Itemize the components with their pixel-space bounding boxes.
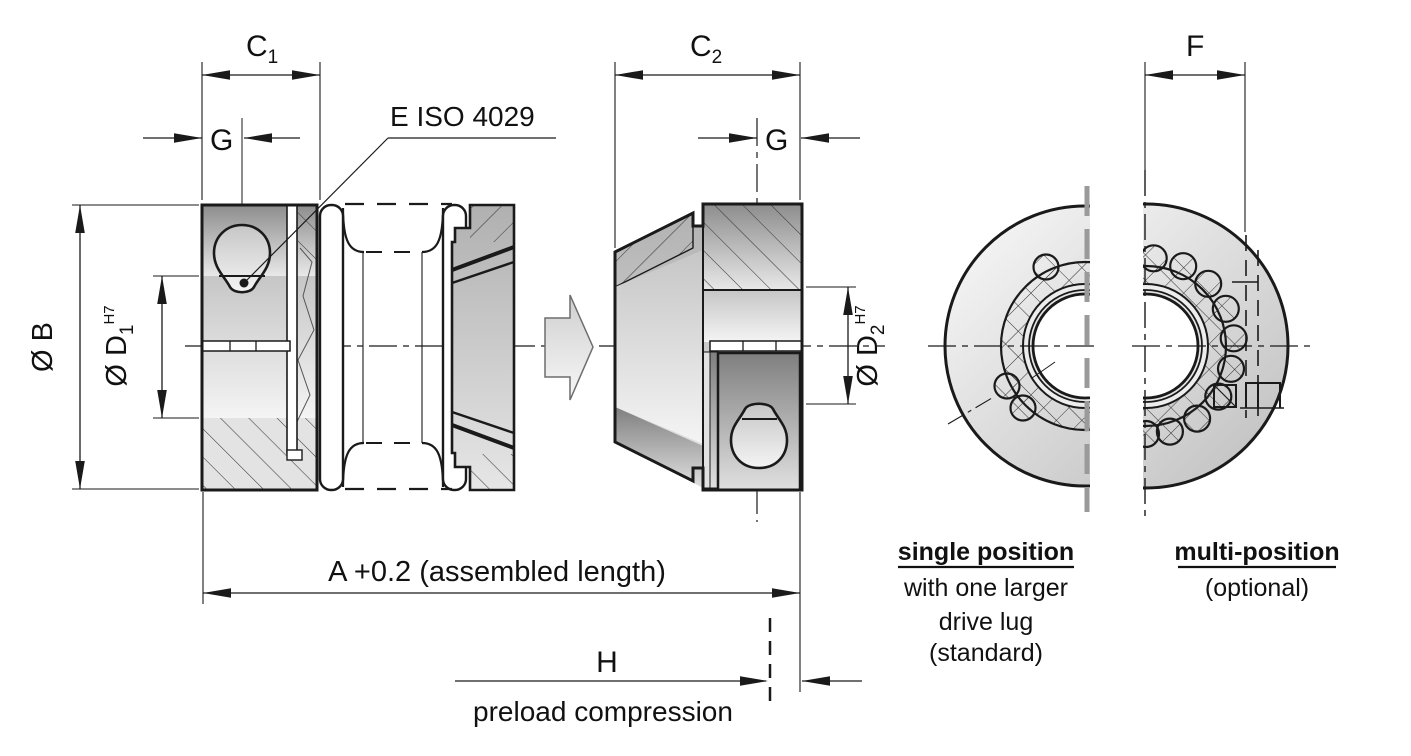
dim-f-label: F — [1186, 30, 1204, 63]
dim-dia-d2-label: Ø D2H7 — [852, 305, 889, 386]
dim-dia-b-label: Ø B — [27, 322, 59, 372]
multi-position-front-view — [1132, 170, 1316, 518]
set-screw-note-label: E ISO 4029 — [390, 101, 535, 132]
hub2-section-view — [613, 202, 804, 492]
single-position-front-view — [928, 186, 1098, 512]
caption-multi-line1: (optional) — [1205, 574, 1309, 602]
dim-g-left: G — [143, 124, 300, 157]
caption-single-line3: (standard) — [929, 639, 1043, 667]
caption-multi-position: multi-position (optional) — [1174, 538, 1339, 602]
dim-a-label: A +0.2 (assembled length) — [328, 556, 666, 588]
caption-single-position: single position with one larger drive lu… — [898, 538, 1074, 667]
assembly-direction-arrow-icon — [544, 294, 594, 401]
dim-dia-d1: Ø D1H7 — [101, 275, 199, 419]
dim-dia-b: Ø B — [27, 204, 199, 490]
hub2-flange-section — [450, 203, 516, 492]
dim-c2: C2 — [614, 30, 801, 248]
caption-single-title: single position — [898, 538, 1074, 566]
dim-dia-d2: Ø D2H7 — [806, 286, 889, 405]
set-screw-hole-2 — [729, 402, 789, 470]
dim-h-label: H — [596, 646, 618, 679]
hub1-section-view — [200, 203, 319, 492]
dim-a: A +0.2 (assembled length) — [202, 492, 801, 692]
set-screw-note: E ISO 4029 — [245, 101, 556, 282]
dim-h-note: preload compression — [473, 696, 733, 727]
dim-g-left-label: G — [210, 124, 233, 157]
dim-f: F — [1144, 30, 1246, 232]
dim-c1-label: C1 — [246, 30, 278, 68]
dim-g-right-label: G — [765, 124, 788, 157]
dim-dia-d1-label: Ø D1H7 — [101, 305, 138, 386]
dim-c2-label: C2 — [690, 30, 722, 68]
caption-single-line1: with one larger — [903, 574, 1068, 602]
dim-g-right: G — [698, 124, 860, 157]
elastomer-spider-section — [318, 202, 468, 492]
dim-h: H preload compression — [455, 618, 862, 727]
dim-c1: C1 — [201, 30, 321, 200]
caption-single-line2: drive lug — [939, 608, 1034, 636]
set-screw-hole — [212, 223, 272, 294]
caption-multi-title: multi-position — [1174, 538, 1339, 566]
multi-position-lug-detail — [1213, 235, 1284, 418]
